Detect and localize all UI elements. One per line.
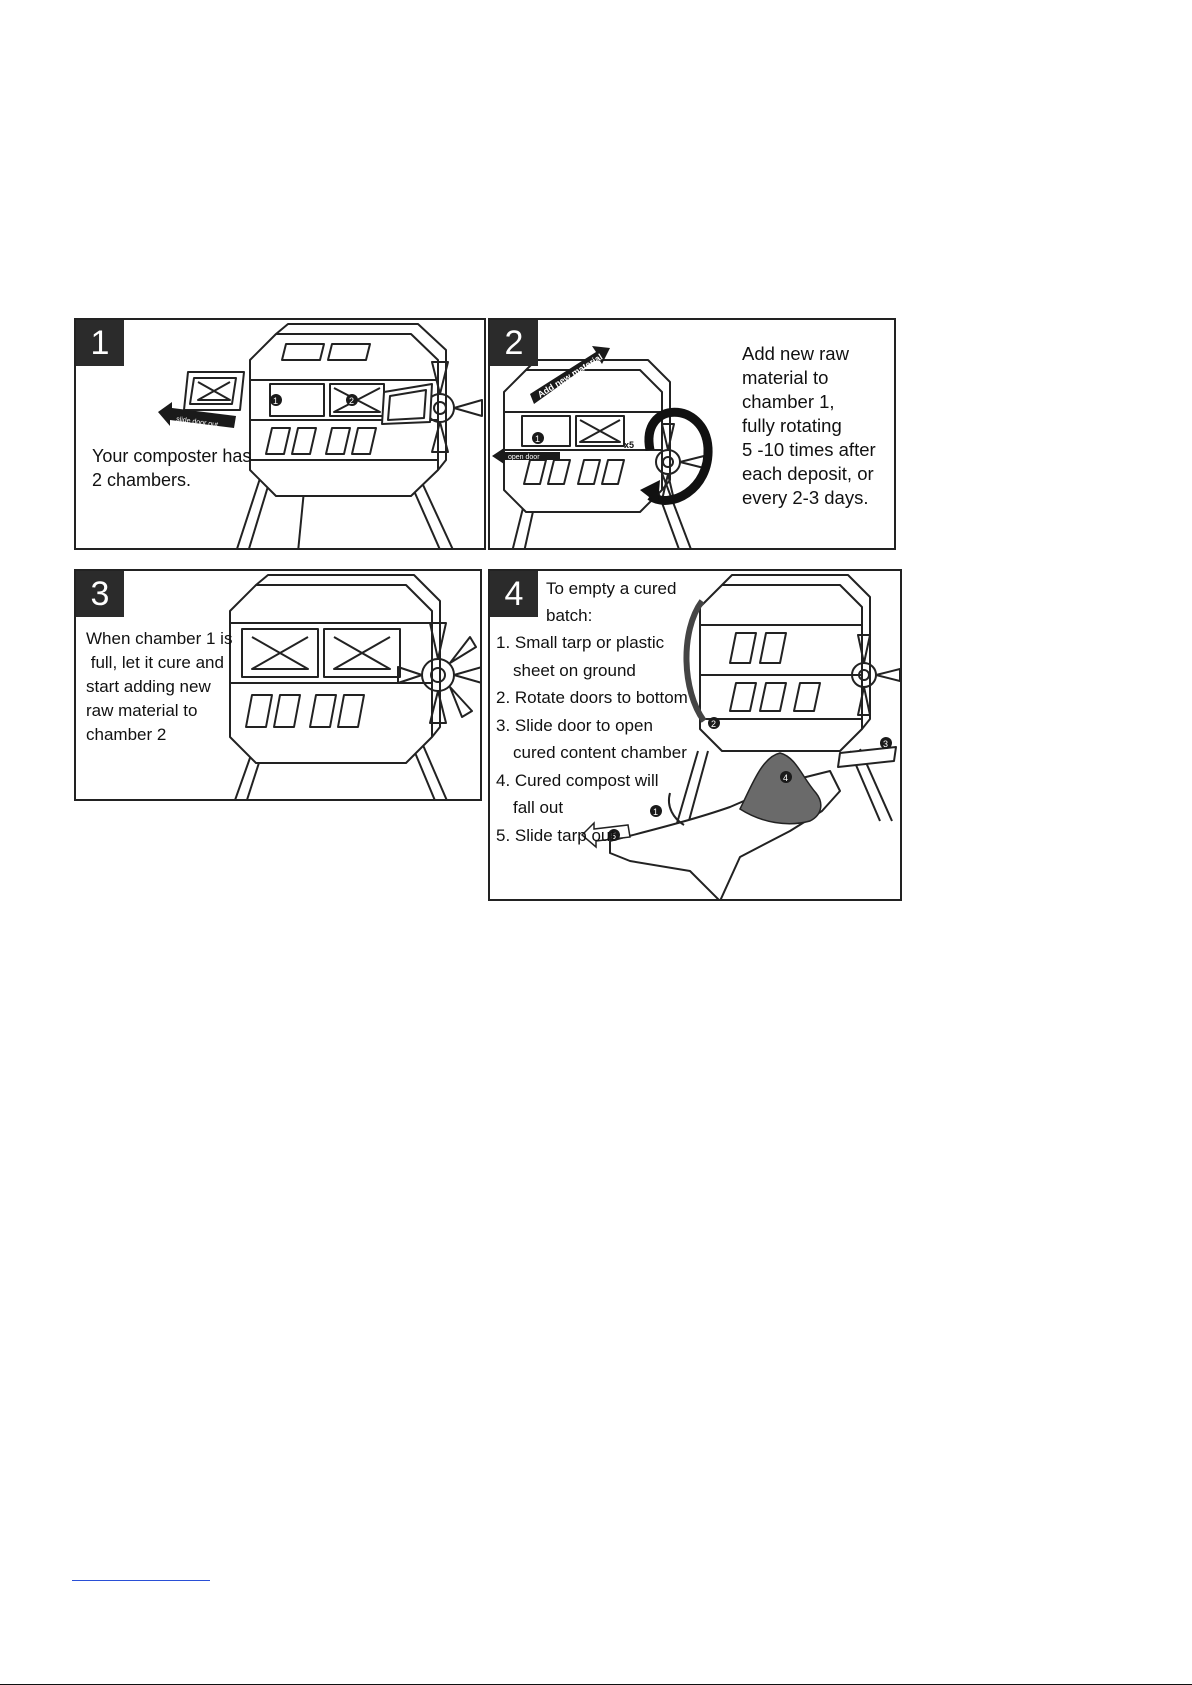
marker-2: 2: [711, 719, 716, 729]
step-3-text-line: start adding new: [86, 677, 211, 696]
step-3-text-line: full, let it cure and: [86, 653, 224, 672]
marker-5: 5: [611, 831, 616, 841]
step-4-step-line: 2. Rotate doors to bottom: [496, 688, 688, 707]
open-door-label: open door: [508, 454, 540, 461]
marker-1: 1: [653, 807, 658, 817]
step-4-step-line: sheet on ground: [513, 660, 636, 680]
step-4-step-line: 4. Cured compost will: [496, 770, 659, 790]
step-4-step-line: 3. Slide door to open: [496, 715, 653, 735]
composter-illustration-1: slide door out 1 2: [158, 323, 483, 548]
step-4-heading-line: To empty a cured: [546, 579, 677, 598]
chamber-1-marker: 1: [273, 396, 278, 406]
step-2-text-line: material to: [742, 367, 829, 388]
rotation-count-label: x5: [624, 440, 634, 450]
step-number-3: 3: [76, 571, 124, 617]
step-4-steps: 1. Small tarp or plastic sheet on ground…: [496, 629, 688, 849]
step-4-step-line: 1. Small tarp or plastic: [496, 633, 665, 652]
step-2-text-line: each deposit, or: [742, 463, 874, 484]
step-4-step-line: 5. Slide tarp out: [496, 825, 616, 845]
step-4-step-line: cured content chamber: [513, 743, 687, 762]
marker-3: 3: [883, 739, 888, 749]
step-3-text-line: When chamber 1 is: [86, 629, 233, 648]
step-2-text-line: chamber 1,: [742, 391, 835, 412]
composter-emptying-illustration: 1 2 3 4 5: [580, 574, 900, 899]
step-4-panel: 1 2 3 4 5 4 To empty a cured batch: 1. S…: [488, 569, 902, 901]
step-2-text-line: every 2-3 days.: [742, 487, 869, 508]
chamber-2-marker: 2: [349, 396, 354, 406]
composter-illustration-3: [229, 574, 480, 799]
step-1-panel: slide door out 1 2 1 Your composter has …: [74, 318, 486, 550]
step-2-text: Add new raw material to chamber 1, fully…: [742, 342, 876, 510]
step-2-panel: x5 Add new material open door 1 2 Add ne…: [488, 318, 896, 550]
step-1-text-line: 2 chambers.: [92, 470, 192, 490]
step-3-text-line: chamber 2: [86, 725, 167, 744]
step-number-1: 1: [76, 320, 124, 366]
footnote-separator: [72, 1580, 210, 1581]
step-3-text-line: raw material to: [86, 701, 198, 720]
chamber-1-marker: 1: [535, 434, 540, 444]
step-number-4: 4: [490, 571, 538, 617]
step-4-step-line: fall out: [513, 798, 564, 817]
step-2-text-line: Add new raw: [742, 343, 849, 364]
step-3-panel: 3 When chamber 1 is full, let it cure an…: [74, 569, 482, 801]
marker-4: 4: [783, 773, 788, 783]
step-4-heading-line: batch:: [546, 606, 593, 625]
step-3-text: When chamber 1 is full, let it cure and …: [86, 627, 232, 747]
composter-illustration-2: x5 Add new material open door 1: [492, 346, 713, 548]
step-2-text-line: 5 -10 times after: [742, 439, 876, 460]
step-4-heading: To empty a cured batch:: [546, 575, 676, 629]
step-1-text-line: Your composter has: [92, 446, 252, 466]
step-number-2: 2: [490, 320, 538, 366]
step-2-text-line: fully rotating: [742, 415, 842, 436]
step-1-text: Your composter has 2 chambers.: [92, 444, 251, 492]
